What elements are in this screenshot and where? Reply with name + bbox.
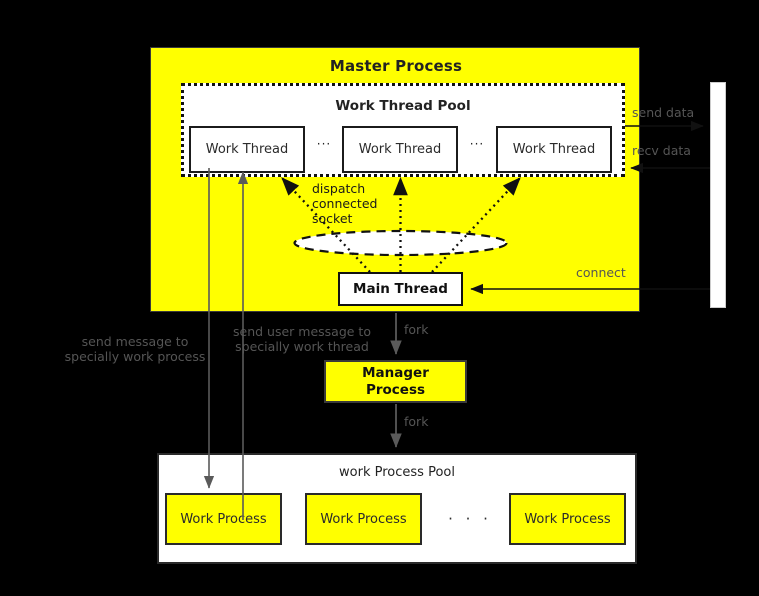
send-message-to-process-line: specially work process [64, 349, 206, 364]
recv-data-label: recv data [632, 143, 691, 158]
work-thread-box[interactable]: Work Thread [496, 126, 612, 173]
dispatch-label-line: connected [312, 196, 378, 211]
manager-process-label-line2: Process [365, 381, 426, 398]
main-thread-box[interactable]: Main Thread [338, 272, 463, 306]
send-message-to-process-label: send message to specially work process [55, 334, 215, 364]
connect-label: connect [576, 265, 626, 280]
work-process-box[interactable]: Work Process [509, 493, 626, 545]
fork-label-manager: fork [404, 322, 429, 337]
manager-process-box[interactable]: Manager Process [324, 360, 467, 403]
process-ellipsis: · · · [448, 510, 492, 528]
send-user-message-line: specially work thread [235, 339, 369, 354]
send-message-to-process-line: send message to [81, 334, 189, 349]
dispatch-label-line: socket [312, 211, 353, 226]
fork-label-process-pool: fork [404, 414, 429, 429]
send-user-message-to-thread-label: send user message to specially work thre… [222, 324, 382, 354]
dispatch-label-line: dispatch [312, 181, 366, 196]
thread-ellipsis: ··· [469, 137, 485, 151]
send-data-label: send data [632, 105, 695, 120]
thread-ellipsis: ··· [316, 137, 332, 151]
work-process-box[interactable]: Work Process [305, 493, 422, 545]
work-process-box[interactable]: Work Process [165, 493, 282, 545]
work-thread-box[interactable]: Work Thread [342, 126, 458, 173]
send-user-message-line: send user message to [233, 324, 371, 339]
work-process-pool-title: work Process Pool [339, 465, 455, 480]
work-thread-box[interactable]: Work Thread [189, 126, 305, 173]
master-process-title: Master Process [329, 57, 463, 75]
dispatch-connected-socket-label: dispatch connected socket [312, 181, 432, 226]
work-thread-pool-title: Work Thread Pool [335, 98, 471, 114]
external-client-bar [710, 82, 726, 308]
manager-process-label-line1: Manager [362, 364, 429, 381]
